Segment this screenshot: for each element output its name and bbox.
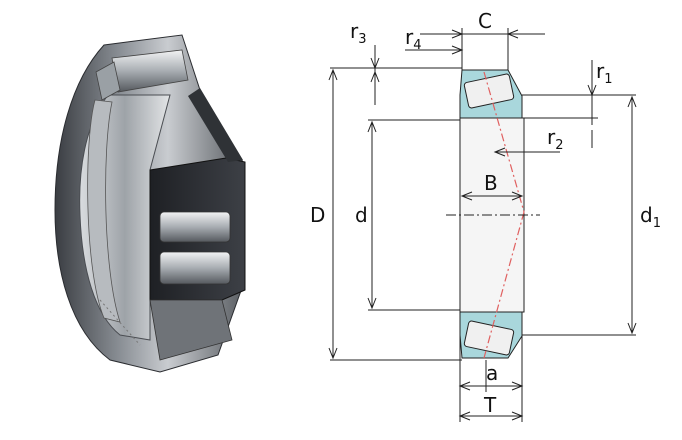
roller-top — [95, 61, 121, 101]
label-r1-base: r — [596, 59, 605, 83]
label-r1-sub: 1 — [604, 72, 612, 87]
r4-arrowhead — [451, 45, 464, 55]
bearing-photo — [54, 34, 246, 373]
d-arrowheads — [367, 120, 377, 310]
label-r2: r2 — [547, 125, 564, 153]
outer-ring-cut — [188, 88, 243, 162]
d1-arrowheads — [627, 95, 637, 335]
r1-arrowhead — [587, 84, 597, 97]
D-arrowheads — [328, 68, 338, 360]
roller-visible — [159, 211, 231, 243]
r3-arrowheads — [370, 57, 380, 83]
label-r3-base: r — [350, 19, 359, 43]
dimension-labels: C r3 r4 r1 r2 D d B d1 a T — [310, 9, 661, 417]
label-d1: d1 — [640, 203, 661, 231]
label-r3-sub: 3 — [358, 32, 366, 47]
marking-text-icon — [99, 299, 141, 346]
a-arrowheads — [458, 381, 524, 391]
outer-ring-lower — [149, 299, 233, 361]
r2-arrowhead — [493, 147, 506, 157]
label-a: a — [486, 361, 498, 385]
label-r1: r1 — [596, 59, 613, 87]
inner-race — [87, 99, 121, 323]
label-r4-sub: 4 — [413, 38, 421, 53]
label-d1-sub: 1 — [653, 216, 661, 231]
label-r2-base: r — [547, 125, 556, 149]
B-arrowheads — [460, 191, 524, 201]
label-T: T — [483, 393, 497, 417]
label-r4-base: r — [405, 25, 414, 49]
label-r4: r4 — [405, 25, 422, 53]
label-C: C — [478, 9, 492, 33]
C-arrowheads — [451, 29, 519, 39]
pressure-line — [483, 211, 525, 359]
label-D: D — [310, 203, 325, 227]
label-r3: r3 — [350, 19, 367, 47]
label-r2-sub: 2 — [555, 138, 563, 153]
label-d1-base: d — [640, 203, 653, 227]
bearing-drawing — [328, 28, 637, 422]
T-arrowheads — [458, 411, 524, 421]
label-d: d — [355, 203, 368, 227]
label-B: B — [484, 171, 498, 195]
roller-visible — [159, 251, 231, 285]
